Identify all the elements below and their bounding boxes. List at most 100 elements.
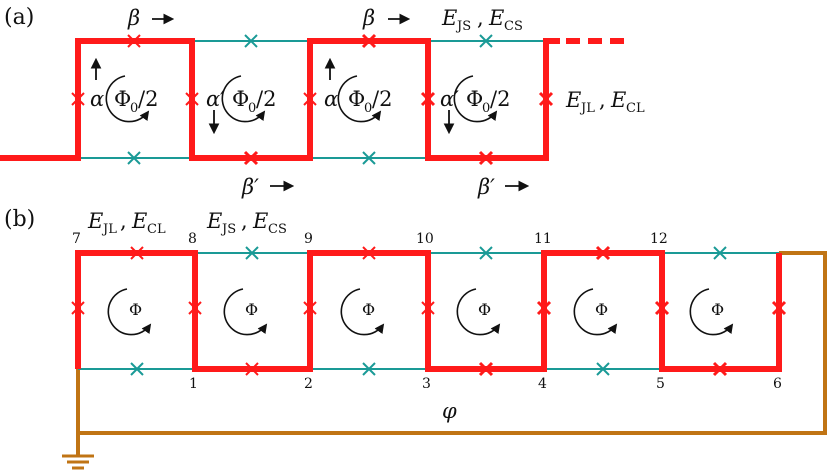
junction-x [712, 361, 728, 377]
panel-a-dashes [0, 38, 624, 161]
circulation-arrow-icon [456, 288, 501, 336]
svg-text:E: E [441, 6, 457, 30]
junction-x [478, 361, 494, 377]
circulation-arrow-icon [105, 75, 150, 123]
svg-text:/2: /2 [372, 87, 392, 111]
junction-x [479, 34, 493, 48]
circulation-arrow-icon [340, 288, 385, 336]
phi-half-label: Φ 0 /2 [466, 87, 510, 116]
node-label: 6 [773, 376, 782, 392]
svg-text:CL: CL [626, 101, 645, 116]
node-label: 8 [188, 231, 197, 247]
svg-text:JL: JL [101, 222, 117, 237]
svg-text:Φ: Φ [348, 87, 365, 111]
svg-text:E: E [87, 209, 103, 233]
panel-b-strong-path [75, 250, 782, 372]
svg-text:0: 0 [482, 101, 490, 116]
junction-x [536, 300, 552, 316]
svg-text:,: , [599, 88, 606, 112]
circulation-arrow-icon [107, 288, 152, 336]
alpha-prime-label: α′ [440, 87, 459, 111]
svg-text:E: E [565, 88, 581, 112]
phi-label: Φ [595, 300, 608, 319]
junction-x [71, 301, 85, 315]
svg-text:E: E [488, 6, 504, 30]
node-label: 1 [189, 376, 198, 392]
node-label: 2 [304, 376, 313, 392]
panel-a-vertical-arrows [90, 57, 455, 135]
junction-x [245, 362, 259, 376]
node-label: 7 [72, 231, 81, 247]
node-label: 9 [304, 231, 313, 247]
circulation-arrow-icon [223, 288, 268, 336]
svg-text:,: , [477, 6, 484, 30]
phi-half-label: Φ 0 /2 [114, 87, 158, 116]
junction-x [130, 362, 144, 376]
circulation-arrow-icon [337, 75, 382, 123]
junction-x [362, 151, 376, 165]
junction-x [127, 151, 141, 165]
junction-x [420, 91, 436, 107]
node-label: 5 [656, 376, 665, 392]
panel-b-label: (b) [4, 207, 35, 232]
ejs-ecs-label: E JS , E CS [441, 6, 523, 34]
junction-x [362, 246, 376, 260]
junction-x [478, 150, 494, 166]
svg-text:CS: CS [504, 19, 523, 34]
ejs-ecs-label: E JS , E CS [206, 209, 287, 237]
svg-text:E: E [252, 209, 268, 233]
node-label: 10 [416, 231, 434, 247]
junction-x [185, 92, 199, 106]
node-label: 3 [422, 376, 431, 392]
junction-x [538, 91, 554, 107]
svg-text:/2: /2 [138, 87, 158, 111]
panel-b-junctions [71, 245, 787, 377]
junction-x [596, 362, 610, 376]
alpha-label: α [324, 87, 338, 111]
phi-label: Φ [129, 300, 142, 319]
svg-text:/2: /2 [256, 87, 276, 111]
svg-text:0: 0 [364, 101, 372, 116]
phi-half-label: Φ 0 /2 [348, 87, 392, 116]
circulation-arrow-icon [221, 75, 266, 123]
alpha-label: α [90, 87, 104, 111]
panel-a-horizontal-arrows [152, 13, 530, 192]
junction-x [188, 301, 202, 315]
svg-text:,: , [241, 209, 248, 233]
svg-text:E: E [206, 209, 222, 233]
svg-text:/2: /2 [490, 87, 510, 111]
phi-label: Φ [478, 300, 491, 319]
phi-label: Φ [362, 300, 375, 319]
node-label: 11 [534, 231, 552, 247]
svg-text:0: 0 [130, 101, 138, 116]
svg-text:CS: CS [268, 222, 287, 237]
phi-label: Φ [245, 300, 258, 319]
beta-label: β [362, 6, 375, 30]
junction-x [654, 300, 670, 316]
svg-text:JS: JS [220, 222, 236, 237]
svg-text:Φ: Φ [232, 87, 249, 111]
circulation-arrow-icon [573, 288, 618, 336]
panel-a-label: (a) [4, 5, 34, 30]
junction-x [713, 246, 727, 260]
junction-x [595, 245, 611, 261]
svg-text:JS: JS [455, 19, 471, 34]
junction-x [771, 300, 787, 316]
svg-text:Φ: Φ [466, 87, 483, 111]
alpha-prime-label: α′ [206, 87, 225, 111]
junction-x [303, 301, 317, 315]
junction-x [130, 246, 144, 260]
svg-text:Φ: Φ [114, 87, 131, 111]
junction-x [361, 33, 377, 49]
panel-a-junctions [71, 33, 554, 166]
junction-x [303, 92, 317, 106]
panel-a-flux-arrows [105, 75, 498, 123]
panel-b-flux-arrows [107, 288, 734, 336]
ejl-ecl-label: E JL , E CL [565, 88, 645, 116]
beta-prime-label: β′ [477, 175, 495, 199]
junction-x [127, 34, 141, 48]
junction-x [245, 246, 259, 260]
node-label: 4 [538, 376, 547, 392]
circulation-arrow-icon [453, 75, 498, 123]
